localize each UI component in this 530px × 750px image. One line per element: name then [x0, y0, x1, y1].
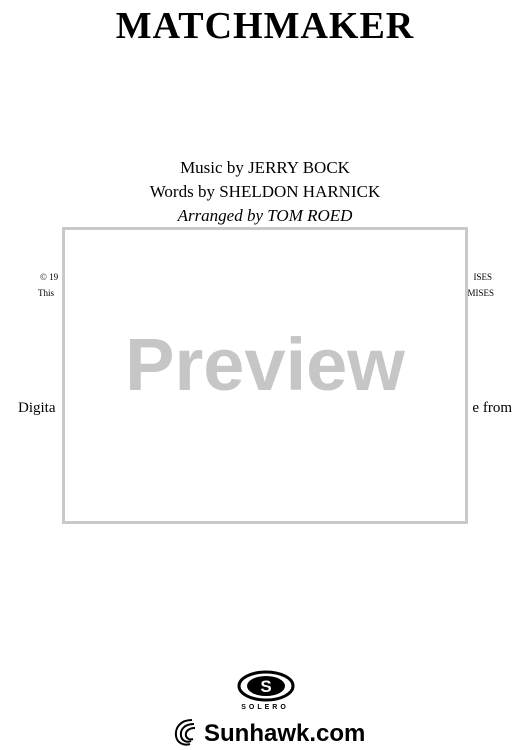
arranger-credit: Arranged by TOM ROED	[177, 206, 353, 225]
preview-watermark-box: Preview	[62, 227, 468, 524]
copyright-line-2-right: MISES	[467, 288, 494, 298]
publisher-logo: S SOLERO Sunhawk.com	[0, 670, 530, 750]
solero-mark-letter: S	[260, 677, 271, 696]
music-credit: Music by JERRY BOCK	[180, 158, 350, 177]
copyright-line-1-right: ISES	[473, 272, 492, 282]
digital-notice-left: Digita	[18, 400, 56, 416]
preview-watermark-text: Preview	[125, 323, 405, 406]
credits-block: Music by JERRY BOCK Words by SHELDON HAR…	[0, 156, 530, 228]
copyright-line-1-left: © 19	[40, 272, 59, 282]
solero-label: SOLERO	[241, 704, 289, 711]
copyright-line-2-left: This	[38, 288, 55, 298]
song-title: MATCHMAKER	[115, 5, 415, 47]
words-credit: Words by SHELDON HARNICK	[149, 182, 381, 201]
sunhawk-swirl-icon	[174, 719, 196, 746]
solero-logo-icon: S	[237, 670, 295, 702]
sunhawk-link[interactable]: Sunhawk.com	[172, 714, 365, 748]
sunhawk-site-text: Sunhawk.com	[204, 720, 366, 747]
digital-notice-right: e from	[472, 400, 512, 416]
